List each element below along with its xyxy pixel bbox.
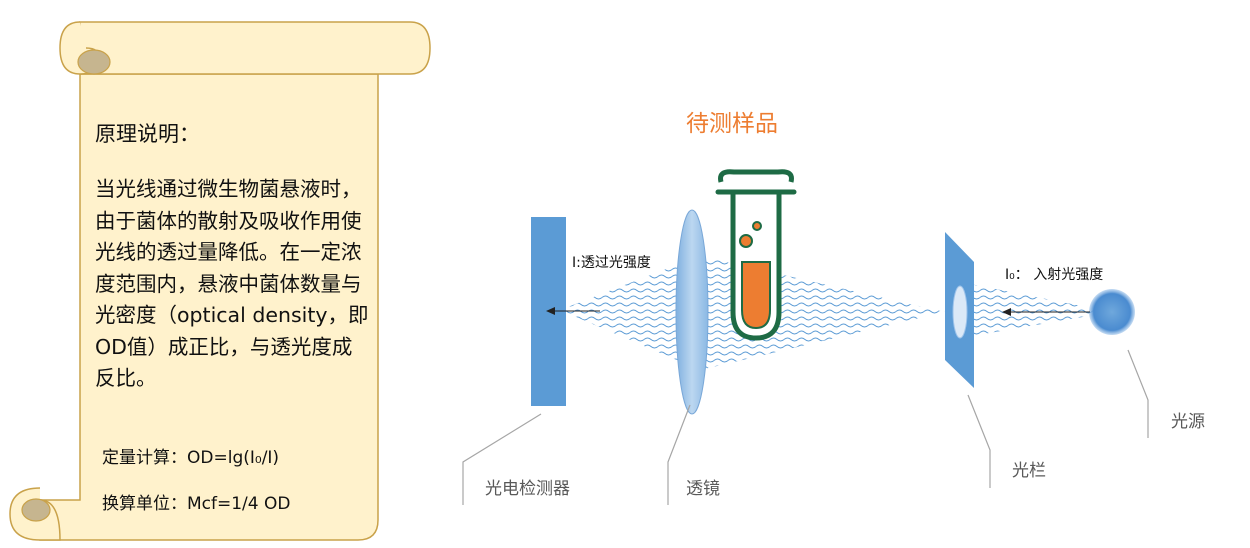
- incident-beam: [960, 282, 1112, 338]
- transmitted-intensity-label: I:透过光强度: [572, 255, 651, 271]
- principle-text: 当光线通过微生物菌悬液时，由于菌体的散射及吸收作用使光线的透过量降低。在一定浓度…: [95, 177, 369, 390]
- sample-title: 待测样品: [686, 111, 778, 137]
- aperture-label: 光栏: [1012, 461, 1046, 481]
- incident-arrow: [1002, 308, 1090, 316]
- lens: [675, 209, 709, 415]
- principle-heading: 原理说明：: [95, 122, 200, 146]
- scroll-curl-top: [77, 49, 111, 75]
- incident-intensity-label: I₀： 入射光强度: [1005, 267, 1104, 283]
- od-formula: 定量计算：OD=lg(I₀/I): [102, 448, 280, 468]
- detector-label: 光电检测器: [485, 479, 570, 499]
- mcf-formula: 换算单位：Mcf=1/4 OD: [102, 494, 291, 514]
- aperture-opening: [952, 285, 968, 339]
- scroll-panel: [9, 21, 431, 541]
- light-source-label: 光源: [1171, 412, 1205, 432]
- callout-lines: [462, 349, 1149, 505]
- test-tube: [715, 169, 797, 341]
- scroll-curl-bottom: [21, 498, 51, 522]
- light-source: [1089, 289, 1135, 335]
- lens-label: 透镜: [686, 479, 720, 499]
- transmitted-beam-left: [560, 256, 700, 370]
- transmitted-arrow: [546, 307, 600, 315]
